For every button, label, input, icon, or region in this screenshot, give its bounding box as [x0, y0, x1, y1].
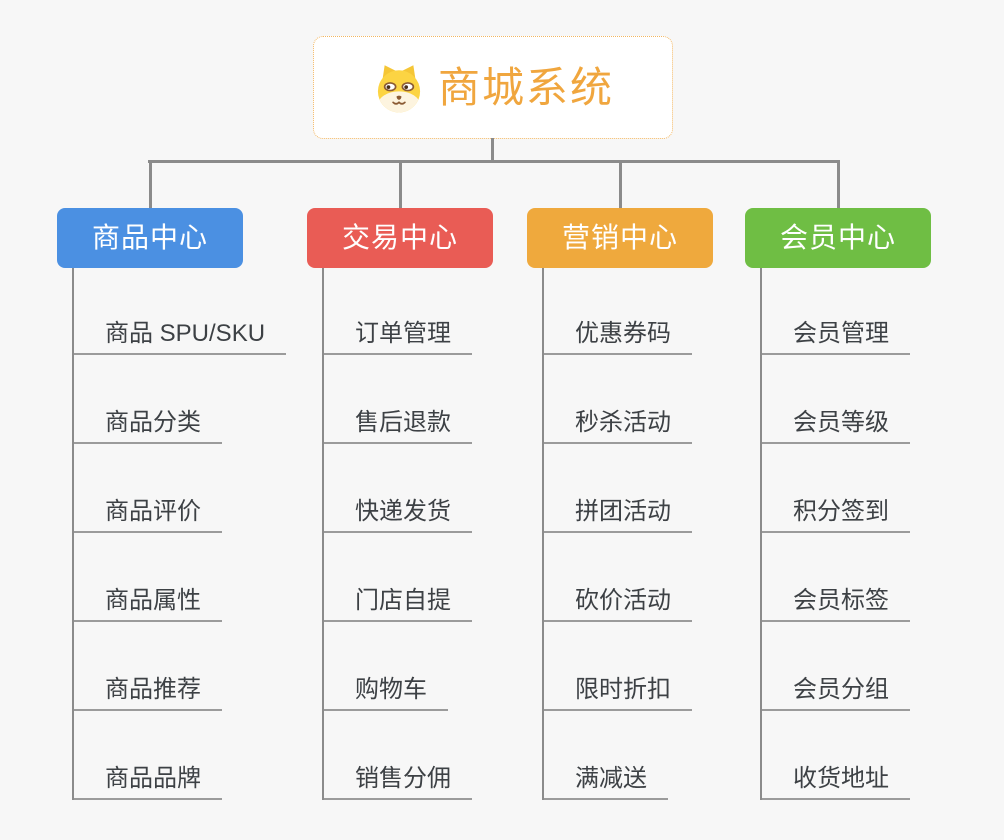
child-node[interactable]: 秒杀活动 [542, 411, 692, 444]
child-row: 快递发货 [307, 444, 493, 533]
child-row: 商品分类 [57, 355, 243, 444]
child-node[interactable]: 会员标签 [760, 589, 910, 622]
branch-label: 会员中心 [779, 222, 896, 253]
child-label: 商品分类 [105, 409, 201, 436]
connector-branch-drop [148, 160, 152, 208]
child-row: 限时折扣 [527, 622, 713, 711]
branch-column-1: 商品中心 商品 SPU/SKU 商品分类 商品评价 商品属性 商品推荐 商品品牌 [57, 160, 287, 800]
child-row: 积分签到 [745, 444, 931, 533]
child-row: 商品 SPU/SKU [57, 268, 287, 355]
child-node[interactable]: 商品推荐 [72, 678, 222, 711]
child-label: 商品品牌 [105, 765, 201, 792]
connector-bus [148, 160, 839, 163]
branch-children: 优惠券码 秒杀活动 拼团活动 砍价活动 限时折扣 满减送 [527, 268, 713, 800]
child-row: 拼团活动 [527, 444, 713, 533]
child-label: 限时折扣 [575, 676, 671, 703]
branch-node[interactable]: 会员中心 [745, 208, 931, 268]
child-row: 商品品牌 [57, 711, 243, 800]
root-node[interactable]: 商城系统 [313, 36, 673, 139]
child-node[interactable]: 快递发货 [322, 500, 472, 533]
child-row: 秒杀活动 [527, 355, 713, 444]
child-label: 会员管理 [793, 320, 889, 347]
child-node[interactable]: 商品 SPU/SKU [72, 320, 287, 355]
connector-branch-drop [398, 160, 402, 208]
child-node[interactable]: 售后退款 [322, 411, 472, 444]
branch-label: 营销中心 [561, 222, 678, 253]
branch-children: 订单管理 售后退款 快递发货 门店自提 购物车 销售分佣 [307, 268, 493, 800]
child-label: 会员分组 [793, 676, 889, 703]
child-node[interactable]: 拼团活动 [542, 500, 692, 533]
child-label: 拼团活动 [575, 498, 671, 525]
child-node[interactable]: 订单管理 [322, 322, 472, 355]
connector-branch-drop [618, 160, 622, 208]
child-label: 商品推荐 [105, 676, 201, 703]
child-row: 售后退款 [307, 355, 493, 444]
branch-label: 交易中心 [341, 222, 458, 253]
branch-node[interactable]: 营销中心 [527, 208, 713, 268]
branch-column-3: 营销中心 优惠券码 秒杀活动 拼团活动 砍价活动 限时折扣 满减送 [527, 160, 713, 800]
child-node[interactable]: 会员管理 [760, 322, 910, 355]
child-label: 商品 SPU/SKU [105, 320, 266, 347]
child-node[interactable]: 积分签到 [760, 500, 910, 533]
branch-children: 会员管理 会员等级 积分签到 会员标签 会员分组 收货地址 [745, 268, 931, 800]
child-node[interactable]: 会员分组 [760, 678, 910, 711]
child-node[interactable]: 商品分类 [72, 411, 222, 444]
child-node[interactable]: 优惠券码 [542, 322, 692, 355]
child-row: 销售分佣 [307, 711, 493, 800]
child-label: 门店自提 [355, 587, 451, 614]
child-label: 订单管理 [355, 320, 451, 347]
branch-label: 商品中心 [91, 222, 208, 253]
child-label: 积分签到 [793, 498, 889, 525]
connector-branch-drop [836, 160, 840, 208]
child-node[interactable]: 购物车 [322, 678, 448, 711]
child-node[interactable]: 商品评价 [72, 500, 222, 533]
branch-column-2: 交易中心 订单管理 售后退款 快递发货 门店自提 购物车 销售分佣 [307, 160, 493, 800]
child-label: 满减送 [575, 765, 647, 792]
connector-root-stub [491, 138, 494, 160]
child-label: 商品评价 [105, 498, 201, 525]
child-row: 优惠券码 [527, 268, 713, 355]
child-row: 门店自提 [307, 533, 493, 622]
branch-node[interactable]: 交易中心 [307, 208, 493, 268]
child-row: 会员等级 [745, 355, 931, 444]
child-label: 购物车 [355, 676, 427, 703]
child-label: 会员标签 [793, 587, 889, 614]
child-node[interactable]: 砍价活动 [542, 589, 692, 622]
branch-column-4: 会员中心 会员管理 会员等级 积分签到 会员标签 会员分组 收货地址 [745, 160, 931, 800]
child-node[interactable]: 满减送 [542, 767, 668, 800]
child-node[interactable]: 门店自提 [322, 589, 472, 622]
child-label: 会员等级 [793, 409, 889, 436]
child-node[interactable]: 销售分佣 [322, 767, 472, 800]
child-row: 收货地址 [745, 711, 931, 800]
child-label: 售后退款 [355, 409, 451, 436]
dog-face-icon [372, 61, 426, 115]
child-label: 砍价活动 [575, 587, 671, 614]
child-label: 优惠券码 [575, 320, 671, 347]
child-row: 满减送 [527, 711, 713, 800]
child-node[interactable]: 商品品牌 [72, 767, 222, 800]
child-row: 购物车 [307, 622, 493, 711]
child-row: 订单管理 [307, 268, 493, 355]
child-row: 商品属性 [57, 533, 243, 622]
child-label: 销售分佣 [355, 765, 451, 792]
child-label: 秒杀活动 [575, 409, 671, 436]
child-row: 会员管理 [745, 268, 931, 355]
child-row: 会员分组 [745, 622, 931, 711]
child-row: 商品推荐 [57, 622, 243, 711]
root-title: 商城系统 [437, 63, 614, 111]
child-node[interactable]: 商品属性 [72, 589, 222, 622]
branch-node[interactable]: 商品中心 [57, 208, 243, 268]
child-row: 砍价活动 [527, 533, 713, 622]
child-label: 商品属性 [105, 587, 201, 614]
branch-children: 商品 SPU/SKU 商品分类 商品评价 商品属性 商品推荐 商品品牌 [57, 268, 287, 800]
child-row: 商品评价 [57, 444, 243, 533]
child-row: 会员标签 [745, 533, 931, 622]
child-node[interactable]: 收货地址 [760, 767, 910, 800]
child-label: 快递发货 [355, 498, 451, 525]
child-label: 收货地址 [793, 765, 889, 792]
child-node[interactable]: 限时折扣 [542, 678, 692, 711]
child-node[interactable]: 会员等级 [760, 411, 910, 444]
